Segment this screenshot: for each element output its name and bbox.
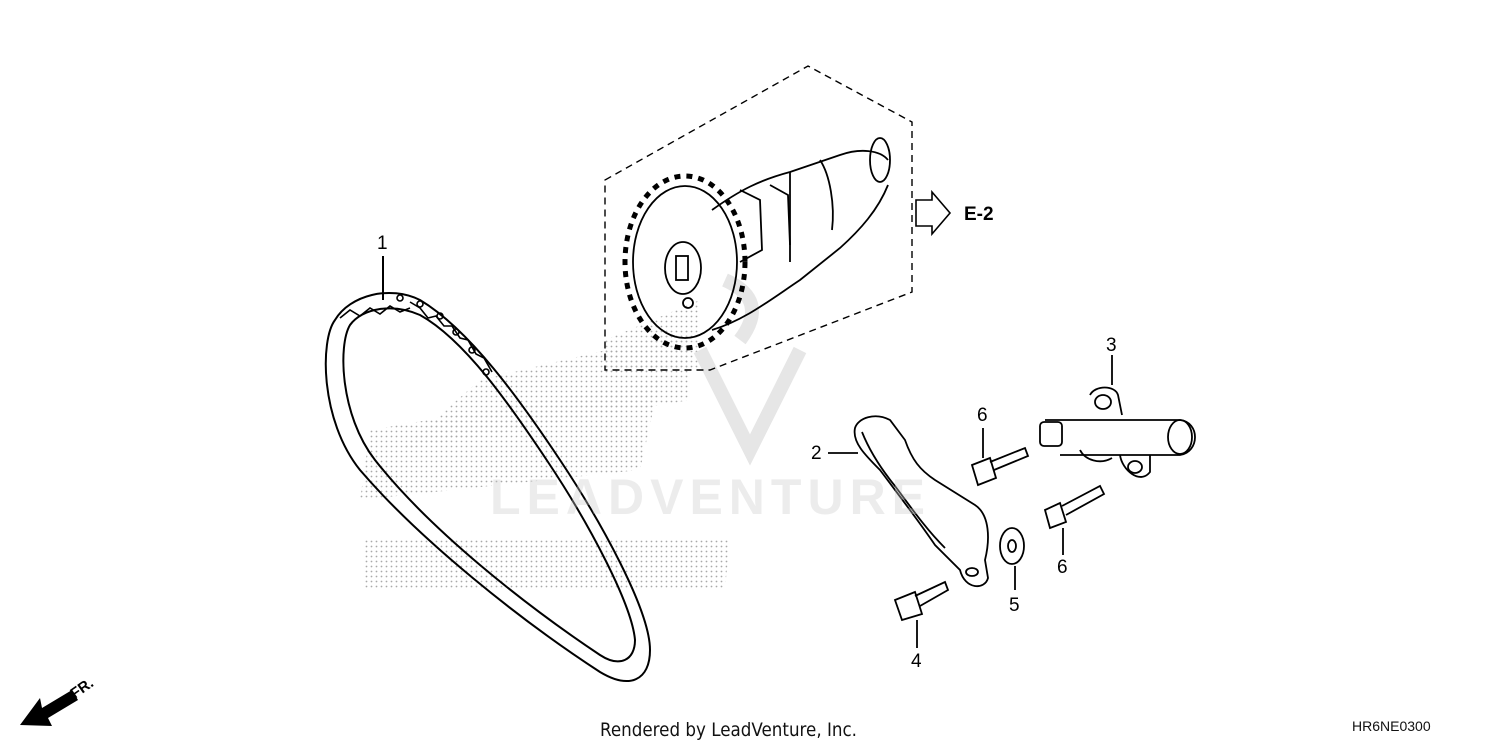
watermark-text: LEADVENTURE [490, 469, 932, 525]
callout-part-3: 3 [1106, 335, 1117, 356]
honda-watermark [360, 300, 730, 588]
callout-part-6-lower: 6 [1057, 557, 1068, 578]
callout-part-6-upper: 6 [977, 405, 988, 426]
bolt-lower [1043, 484, 1106, 555]
bolt-bottom [893, 580, 950, 648]
front-direction-arrow-icon [20, 690, 78, 726]
arrow-right-outline-icon [915, 189, 952, 237]
tensioner-slipper [828, 415, 989, 587]
diagram-code: HR6NE0300 [1352, 718, 1431, 734]
callout-part-2: 2 [811, 443, 822, 464]
reference-label: E-2 [964, 204, 994, 225]
tensioner-lifter [1039, 355, 1196, 478]
callout-part-1: 1 [377, 233, 388, 254]
lv-logo-watermark [693, 273, 807, 466]
camshaft-assembly-outline [604, 65, 913, 371]
callout-part-4: 4 [911, 651, 922, 672]
bolt-upper [970, 428, 1030, 487]
cam-chain [324, 256, 652, 682]
callout-part-5: 5 [1009, 595, 1020, 616]
footer-credit: Rendered by LeadVenture, Inc. [600, 719, 858, 741]
washer [999, 527, 1025, 590]
camshaft-sprocket [622, 137, 891, 351]
